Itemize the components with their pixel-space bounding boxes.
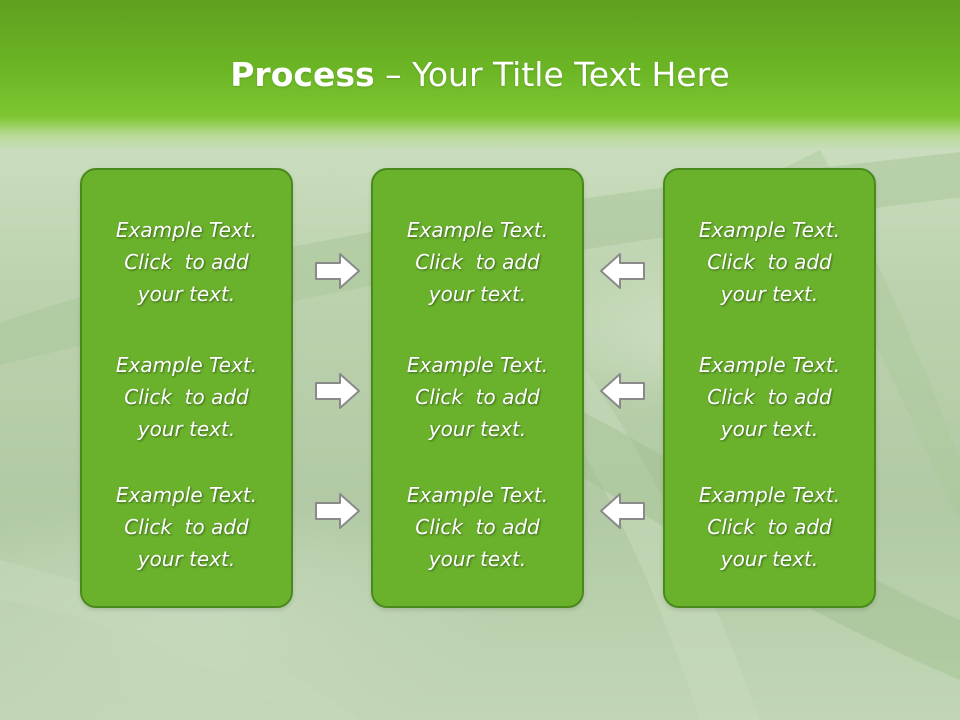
process-box-left[interactable]: Example Text. Click to add your text. Ex…	[80, 168, 293, 608]
text-block[interactable]: Example Text. Click to add your text.	[373, 349, 582, 445]
text-line: your text.	[720, 417, 819, 441]
text-line: Click to add	[124, 515, 249, 539]
left-arrow-icon[interactable]	[598, 491, 646, 531]
text-block[interactable]: Example Text. Click to add your text.	[665, 349, 874, 445]
text-block[interactable]: Example Text. Click to add your text.	[82, 479, 291, 575]
text-line: Example Text.	[698, 483, 841, 507]
text-line: Example Text.	[698, 353, 841, 377]
title-rest-text: – Your Title Text Here	[374, 55, 730, 94]
text-block[interactable]: Example Text. Click to add your text.	[373, 214, 582, 310]
text-line: your text.	[428, 282, 527, 306]
text-block[interactable]: Example Text. Click to add your text.	[665, 479, 874, 575]
text-block[interactable]: Example Text. Click to add your text.	[373, 479, 582, 575]
text-block[interactable]: Example Text. Click to add your text.	[82, 214, 291, 310]
text-line: Click to add	[124, 385, 249, 409]
title-bold-text: Process	[230, 55, 375, 94]
right-arrow-icon[interactable]	[314, 251, 362, 291]
text-line: Example Text.	[115, 218, 258, 242]
left-arrow-icon[interactable]	[598, 371, 646, 411]
text-line: your text.	[720, 282, 819, 306]
text-line: Click to add	[415, 250, 540, 274]
text-line: your text.	[428, 547, 527, 571]
process-box-right[interactable]: Example Text. Click to add your text. Ex…	[663, 168, 876, 608]
title-bar	[0, 0, 960, 150]
text-line: your text.	[137, 282, 236, 306]
text-line: Example Text.	[406, 353, 549, 377]
right-arrow-icon[interactable]	[314, 371, 362, 411]
text-line: Click to add	[707, 515, 832, 539]
text-line: your text.	[428, 417, 527, 441]
text-block[interactable]: Example Text. Click to add your text.	[82, 349, 291, 445]
text-line: Click to add	[415, 515, 540, 539]
text-line: your text.	[720, 547, 819, 571]
text-line: Example Text.	[115, 353, 258, 377]
right-arrow-icon[interactable]	[314, 491, 362, 531]
text-line: Example Text.	[406, 483, 549, 507]
text-line: Click to add	[707, 385, 832, 409]
text-line: Click to add	[124, 250, 249, 274]
process-box-center[interactable]: Example Text. Click to add your text. Ex…	[371, 168, 584, 608]
text-line: Example Text.	[406, 218, 549, 242]
slide-title[interactable]: Process – Your Title Text Here	[0, 55, 960, 95]
text-line: Click to add	[707, 250, 832, 274]
text-line: your text.	[137, 547, 236, 571]
text-line: your text.	[137, 417, 236, 441]
left-arrow-icon[interactable]	[598, 251, 646, 291]
text-line: Example Text.	[698, 218, 841, 242]
text-line: Click to add	[415, 385, 540, 409]
text-line: Example Text.	[115, 483, 258, 507]
text-block[interactable]: Example Text. Click to add your text.	[665, 214, 874, 310]
